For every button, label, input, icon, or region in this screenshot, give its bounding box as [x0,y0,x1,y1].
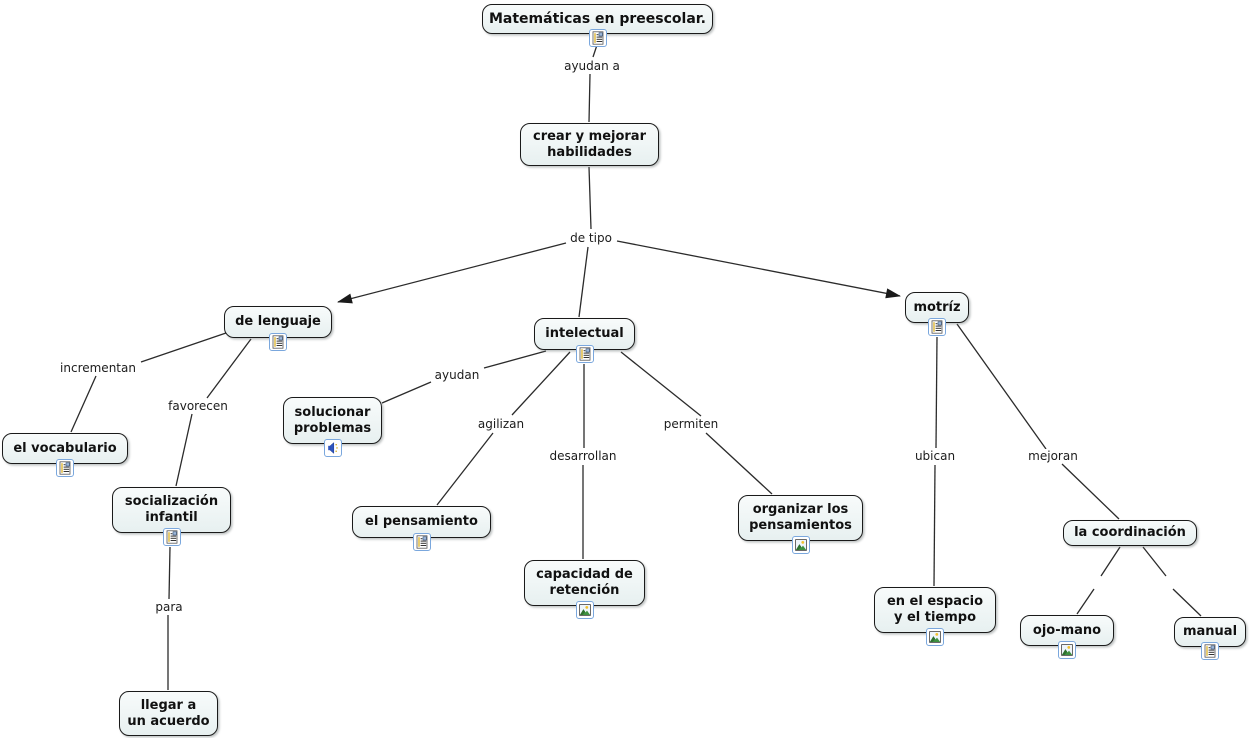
concept-label: manual [1182,624,1238,640]
document-image-icon[interactable] [269,333,287,351]
concept-label: la coordinación [1074,525,1186,541]
edge-line [705,432,773,495]
concept-node-solucionar-problemas[interactable]: solucionar problemas [283,397,382,444]
concept-node-crear-mejorar-habilidades[interactable]: crear y mejorar habilidades [520,123,659,166]
linking-phrase[interactable]: de tipo [568,231,614,245]
concept-label: socialización infantil [124,494,219,525]
linking-phrase[interactable]: incrementan [58,361,138,375]
edge-line [620,351,702,417]
concept-label: intelectual [545,326,624,342]
document-image-icon[interactable] [588,29,607,47]
edge-line [436,432,494,506]
image-icon[interactable] [575,601,594,619]
concept-label: motríz [913,299,961,315]
edge-line [168,546,171,600]
concept-node-ojo-mano[interactable]: ojo-mano [1020,615,1114,646]
linking-phrase[interactable]: ayudan a [562,59,622,73]
edge-line [381,381,432,404]
edge-line-arrow [616,240,901,299]
linking-phrase[interactable]: ayudan [432,368,482,382]
image-icon[interactable] [926,628,944,646]
concept-label: solucionar problemas [293,404,372,436]
document-image-icon[interactable] [162,528,181,546]
concept-label: en el espacio y el tiempo [886,594,984,625]
edge-line [206,338,252,399]
edge-line [1061,463,1120,520]
concept-node-capacidad-de-retencion[interactable]: capacidad de retención [524,560,645,606]
edge-line [1076,588,1095,615]
audio-icon[interactable] [323,439,342,457]
linking-phrase[interactable]: agilizan [475,417,527,431]
concept-node-el-vocabulario[interactable]: el vocabulario [2,433,128,464]
linking-phrase[interactable]: favorecen [166,399,230,413]
linking-phrase[interactable]: ubican [912,449,958,463]
concept-label: llegar a un acuerdo [127,697,210,729]
edge-line [175,413,193,487]
concept-node-motriz[interactable]: motríz [905,292,969,323]
concept-node-la-coordinacion[interactable]: la coordinación [1063,520,1197,546]
edge-line [578,246,589,318]
image-icon[interactable] [791,536,810,554]
concept-label: Matemáticas en preescolar. [488,10,707,27]
concept-node-matematicas-preescolar[interactable]: Matemáticas en preescolar. [482,4,713,34]
edge-line [1142,546,1167,577]
document-image-icon[interactable] [1201,642,1219,660]
document-image-icon[interactable] [575,345,594,363]
linking-phrase[interactable]: desarrollan [547,449,619,463]
concept-node-llegar-a-un-acuerdo[interactable]: llegar a un acuerdo [119,691,218,736]
linking-phrase[interactable]: permiten [661,417,721,431]
edge-line [935,336,938,449]
edge-line [933,464,936,587]
concept-node-en-el-espacio-y-el-tiempo[interactable]: en el espacio y el tiempo [874,587,996,633]
edge-line [1100,546,1121,577]
edge-line [70,375,97,433]
document-image-icon[interactable] [412,533,431,551]
edge-line [592,44,598,58]
concept-label: ojo-mano [1032,622,1102,638]
concept-label: organizar los pensamientos [749,502,852,533]
edge-line [1172,588,1202,617]
concept-label: el vocabulario [13,440,117,456]
concept-label: el pensamiento [365,514,478,530]
linking-phrase[interactable]: mejoran [1026,449,1080,463]
concept-label: crear y mejorar habilidades [533,128,646,160]
edge-line [140,332,227,363]
concept-label: capacidad de retención [536,567,633,598]
document-image-icon[interactable] [928,318,946,336]
edge-line [483,350,547,369]
edge-line [956,323,1047,450]
edge-line [588,166,592,230]
linking-phrase[interactable]: para [153,600,185,614]
concept-node-socializacion-infantil[interactable]: socialización infantil [112,487,231,533]
edge-line [511,351,571,416]
edge-line [588,73,591,123]
image-icon[interactable] [1058,641,1076,659]
concept-label: de lenguaje [235,314,321,330]
concept-node-de-lenguaje[interactable]: de lenguaje [224,306,332,338]
concept-node-organizar-los-pensamientos[interactable]: organizar los pensamientos [738,495,863,541]
edge-line-arrow [337,242,567,304]
document-image-icon[interactable] [56,459,74,477]
